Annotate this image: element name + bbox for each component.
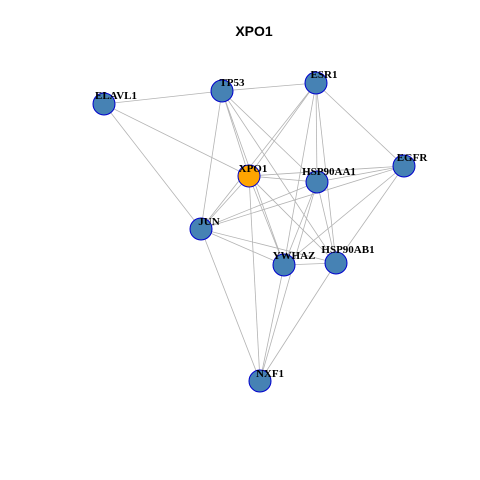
edge-hsp90aa1-hsp90ab1	[316, 181, 337, 264]
node-esr1: ESR1	[304, 69, 338, 95]
edge-tp53-hsp90ab1	[221, 90, 337, 264]
edge-tp53-xpo1	[221, 90, 250, 177]
edge-hsp90aa1-egfr	[316, 165, 405, 183]
node-label-xpo1: XPO1	[239, 163, 268, 175]
node-elavl1: ELAVL1	[92, 90, 137, 116]
edge-ywhaz-nxf1	[259, 264, 285, 382]
node-hsp90aa1: HSP90AA1	[302, 166, 356, 194]
node-label-hsp90ab1: HSP90AB1	[321, 244, 374, 256]
edge-hsp90ab1-nxf1	[259, 262, 337, 382]
node-label-ywhaz: YWHAZ	[273, 250, 316, 262]
node-circle-tp53	[210, 79, 234, 103]
edge-xpo1-nxf1	[248, 175, 261, 382]
edge-layer	[103, 82, 405, 382]
edge-jun-ywhaz	[200, 228, 285, 266]
node-circle-nxf1	[248, 369, 272, 393]
node-xpo1: XPO1	[237, 163, 268, 188]
edge-elavl1-xpo1	[103, 103, 250, 177]
edge-xpo1-hsp90ab1	[248, 175, 337, 264]
node-label-esr1: ESR1	[311, 69, 338, 81]
node-ywhaz: YWHAZ	[272, 250, 316, 277]
node-hsp90ab1: HSP90AB1	[321, 244, 375, 275]
node-egfr: EGFR	[392, 152, 429, 178]
edge-esr1-hsp90ab1	[315, 82, 337, 264]
edge-esr1-jun	[200, 82, 317, 230]
edge-hsp90aa1-jun	[200, 181, 318, 230]
edge-jun-hsp90ab1	[200, 228, 337, 264]
node-label-tp53: TP53	[219, 77, 245, 89]
node-label-egfr: EGFR	[397, 152, 429, 164]
node-circle-egfr	[392, 154, 416, 178]
edge-egfr-ywhaz	[283, 165, 405, 266]
node-label-nxf1: NXF1	[256, 368, 284, 380]
edge-egfr-jun	[200, 165, 405, 230]
edge-tp53-esr1	[221, 82, 317, 92]
edge-esr1-ywhaz	[283, 82, 317, 266]
node-circle-elavl1	[92, 92, 116, 116]
node-circle-jun	[189, 217, 213, 241]
edge-esr1-egfr	[315, 82, 405, 167]
node-circle-ywhaz	[272, 253, 296, 277]
node-label-jun: JUN	[198, 216, 219, 228]
node-circle-hsp90ab1	[324, 251, 348, 275]
node-label-elavl1: ELAVL1	[95, 90, 137, 102]
edge-xpo1-ywhaz	[248, 175, 285, 266]
node-circle-esr1	[304, 71, 328, 95]
node-circle-xpo1	[237, 164, 261, 188]
node-label-hsp90aa1: HSP90AA1	[302, 166, 356, 178]
edge-elavl1-tp53	[103, 90, 223, 105]
node-circle-hsp90aa1	[305, 170, 329, 194]
edge-jun-nxf1	[200, 228, 261, 382]
edge-tp53-jun	[200, 90, 223, 230]
edge-xpo1-egfr	[248, 165, 405, 177]
edge-hsp90aa1-nxf1	[259, 181, 318, 382]
node-jun: JUN	[189, 216, 220, 241]
diagram-title: XPO1	[235, 23, 273, 39]
edge-xpo1-jun	[200, 175, 250, 230]
edge-elavl1-jun	[103, 103, 202, 230]
node-tp53: TP53	[210, 77, 245, 103]
edge-egfr-hsp90ab1	[335, 165, 405, 264]
node-nxf1: NXF1	[248, 368, 284, 393]
edge-esr1-xpo1	[248, 82, 317, 177]
edge-esr1-hsp90aa1	[315, 82, 318, 183]
